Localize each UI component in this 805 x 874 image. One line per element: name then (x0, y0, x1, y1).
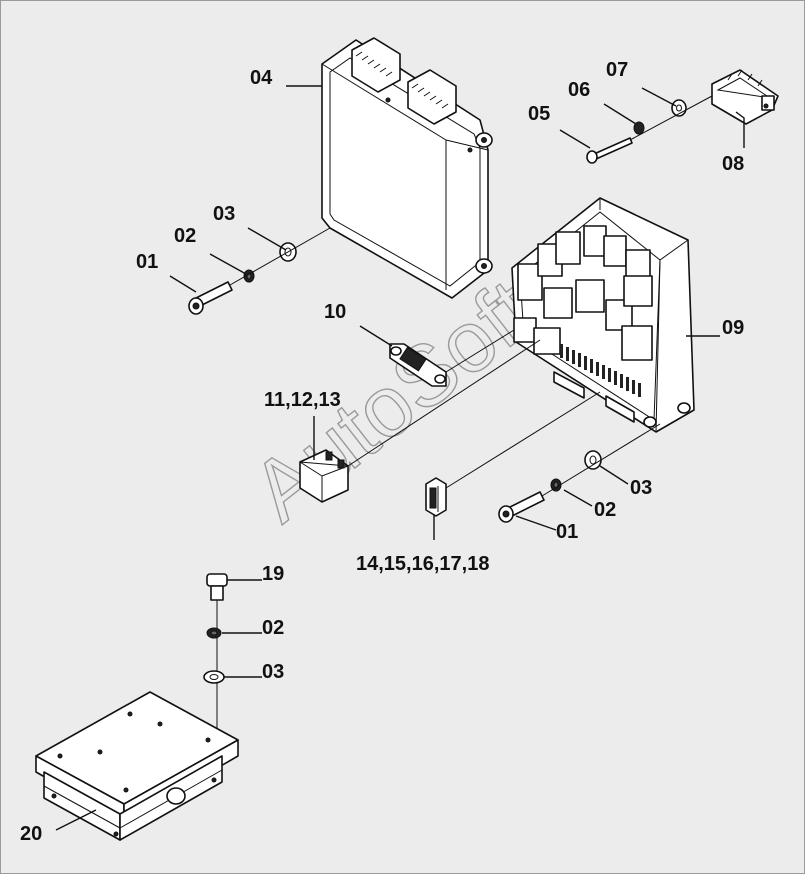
part-11-12-13-relay (299, 449, 349, 503)
assembly-axis-box (541, 423, 661, 497)
label-03-lower: 03 (262, 661, 284, 683)
part-09-relay-box (511, 197, 695, 433)
label-10: 10 (324, 301, 346, 323)
part-labels: 04 03 02 01 07 06 05 08 10 09 11,12,13 0… (20, 59, 744, 845)
label-19: 19 (262, 563, 284, 585)
label-06: 06 (568, 79, 590, 101)
part-03-washer-bottom (584, 450, 602, 470)
part-20-control-box (35, 691, 239, 841)
assembly-axis-fuse (445, 391, 601, 489)
label-02-right: 02 (594, 499, 616, 521)
part-05-screw (586, 137, 633, 164)
part-10-fuse-holder (389, 343, 447, 387)
label-07: 07 (606, 59, 628, 81)
label-02-top: 02 (174, 225, 196, 247)
part-01-bolt-top (188, 281, 233, 315)
leader-lines (55, 85, 745, 831)
label-01-top: 01 (136, 251, 158, 273)
part-01-bolt-bottom (498, 491, 545, 523)
part-14-18-fuse (425, 477, 447, 517)
part-03-washer-lower (203, 670, 225, 684)
assembly-axis-08 (629, 95, 713, 141)
label-08: 08 (722, 153, 744, 175)
label-01-right: 01 (556, 521, 578, 543)
label-09: 09 (722, 317, 744, 339)
assembly-axis-ecu (229, 227, 331, 286)
part-06-washer (633, 121, 645, 135)
part-19-bolt (206, 573, 228, 601)
label-02-lower: 02 (262, 617, 284, 639)
part-08-connector-block (711, 69, 779, 125)
part-02-washer-lower (206, 627, 222, 639)
part-04-ecu-module (321, 37, 493, 299)
label-03-right: 03 (630, 477, 652, 499)
label-03-top: 03 (213, 203, 235, 225)
label-05: 05 (528, 103, 550, 125)
label-04: 04 (250, 67, 273, 89)
assembly-axis-relay (347, 339, 541, 467)
label-14-18: 14,15,16,17,18 (356, 553, 489, 575)
assembly-axis-10 (445, 329, 515, 373)
label-20: 20 (20, 823, 42, 845)
label-11-12-13: 11,12,13 (264, 389, 341, 411)
